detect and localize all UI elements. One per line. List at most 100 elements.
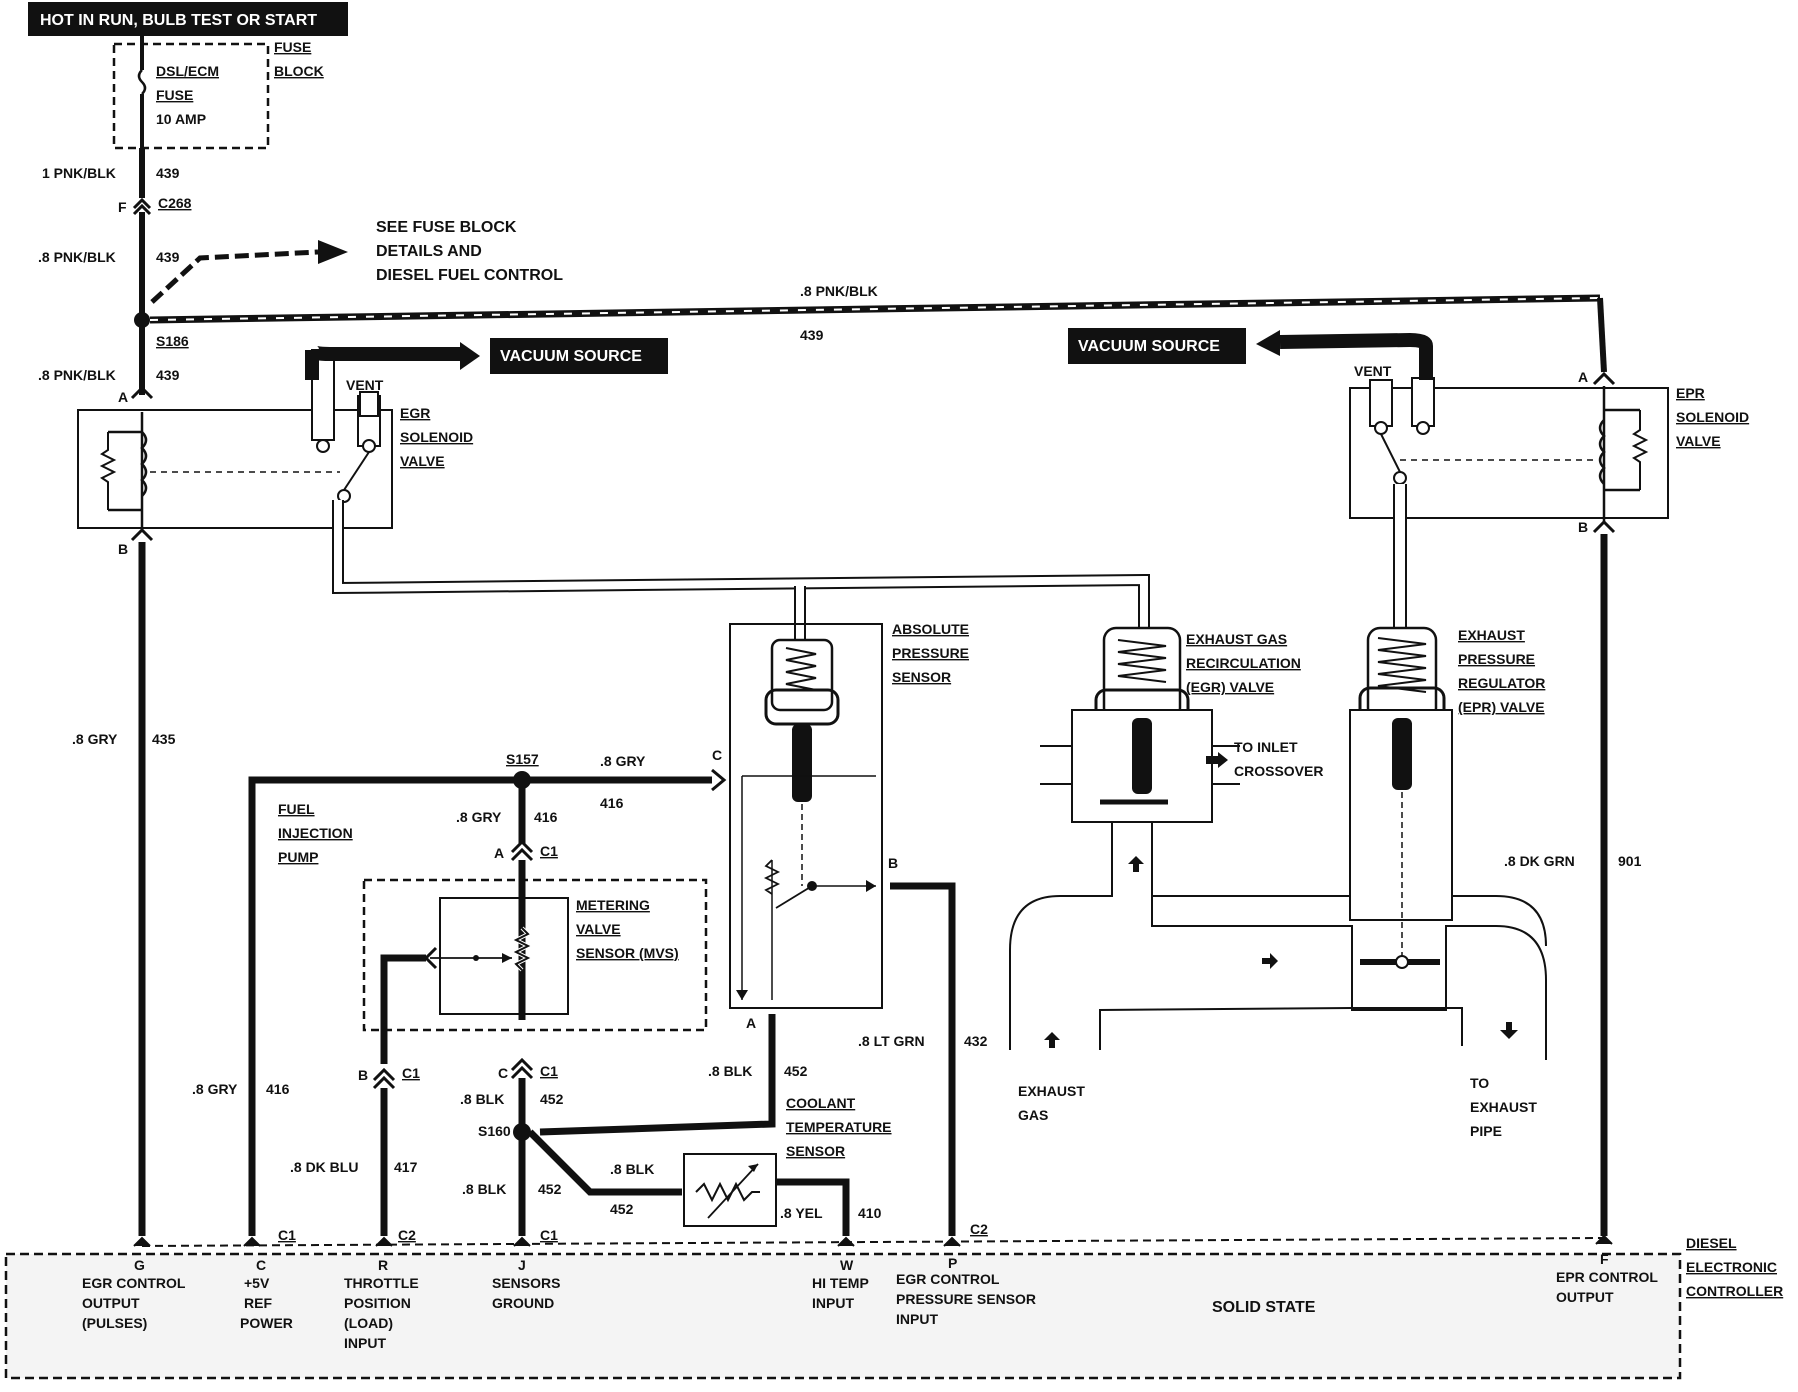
epr-sol-label-3: VALVE <box>1676 433 1721 449</box>
controller-pin-c: C +5V REF POWER <box>240 1257 293 1331</box>
coolant-label-2: TEMPERATURE <box>786 1119 892 1135</box>
svg-text:(PULSES): (PULSES) <box>82 1315 147 1331</box>
svg-text:POWER: POWER <box>240 1315 293 1331</box>
gnd-gauge: .8 BLK <box>462 1181 506 1197</box>
vacuum-source-left <box>490 338 668 374</box>
egr-solenoid-valve <box>77 342 480 542</box>
mvs-pin-a: A <box>494 845 504 861</box>
svg-text:GROUND: GROUND <box>492 1295 554 1311</box>
aps-label-1: ABSOLUTE <box>892 621 969 637</box>
svg-text:G: G <box>134 1257 145 1273</box>
ref-gauge: .8 GRY <box>192 1081 238 1097</box>
s157-down-gauge: .8 GRY <box>456 809 502 825</box>
epr-valve-label-1: EXHAUST <box>1458 627 1525 643</box>
mvs-label-3: SENSOR (MVS) <box>576 945 679 961</box>
controller-label-3: CONTROLLER <box>1686 1283 1783 1299</box>
mvs-gnd-circuit: 452 <box>540 1091 564 1107</box>
vacuum-hoses <box>332 484 1407 640</box>
svg-text:INPUT: INPUT <box>344 1335 386 1351</box>
controller-pin-w: W HI TEMP INPUT <box>812 1257 869 1311</box>
controller-pin-p: P EGR CONTROL PRESSURE SENSOR INPUT <box>896 1255 1036 1327</box>
w2-circuit: 439 <box>156 249 180 265</box>
svg-text:POSITION: POSITION <box>344 1295 411 1311</box>
splice-s157: S157 <box>506 751 539 767</box>
svg-text:EGR CONTROL: EGR CONTROL <box>82 1275 186 1291</box>
top-wire-circuit: 439 <box>800 327 824 343</box>
splice-s186: S186 <box>156 333 189 349</box>
fip-label-2: INJECTION <box>278 825 353 841</box>
s157-right-circuit: 416 <box>600 795 624 811</box>
aps-gnd-gauge: .8 BLK <box>708 1063 752 1079</box>
sensor-ground-wire-452 <box>510 1057 682 1236</box>
svg-text:F: F <box>1600 1251 1609 1267</box>
fip-label-1: FUEL <box>278 801 315 817</box>
s157-right-gauge: .8 GRY <box>600 753 646 769</box>
mvs-label-1: METERING <box>576 897 650 913</box>
w3-circuit: 439 <box>156 367 180 383</box>
epr-valve-label-2: PRESSURE <box>1458 651 1535 667</box>
metering-valve-sensor <box>362 839 708 1064</box>
w1-circuit: 439 <box>156 165 180 181</box>
power-banner-text: HOT IN RUN, BULB TEST OR START <box>40 12 317 29</box>
svg-text:P: P <box>948 1255 957 1271</box>
controller-center-label: SOLID STATE <box>1212 1299 1316 1316</box>
tps-wire-417 <box>372 1067 396 1236</box>
fuse-block-title-2: BLOCK <box>274 63 324 79</box>
svg-text:C: C <box>256 1257 266 1273</box>
epr-sol-pin-b: B <box>1578 519 1588 535</box>
controller-c2-r: C2 <box>398 1227 416 1243</box>
fip-label-3: PUMP <box>278 849 318 865</box>
svg-text:W: W <box>840 1257 854 1273</box>
exhaust-manifold <box>1009 822 1547 1060</box>
egr-sol-label-1: EGR <box>400 405 430 421</box>
w2-gauge: .8 PNK/BLK <box>38 249 116 265</box>
svg-text:EPR CONTROL: EPR CONTROL <box>1556 1269 1658 1285</box>
vacuum-source-left-text: VACUUM SOURCE <box>500 348 642 365</box>
svg-text:(LOAD): (LOAD) <box>344 1315 393 1331</box>
egr-sol-pin-a: A <box>118 389 128 405</box>
exhaust-gas-1: EXHAUST <box>1018 1083 1085 1099</box>
exhaust-gas-2: GAS <box>1018 1107 1048 1123</box>
epr-sol-pin-a: A <box>1578 369 1588 385</box>
mvs-conn-a: C1 <box>540 843 558 859</box>
aps-pin-b: B <box>888 855 898 871</box>
epr-out-gauge: .8 DK GRN <box>1504 853 1575 869</box>
aps-output-wire-432 <box>890 882 956 1236</box>
mvs-gnd-gauge: .8 BLK <box>460 1091 504 1107</box>
svg-text:EGR CONTROL: EGR CONTROL <box>896 1271 1000 1287</box>
see-fuse-note-3: DIESEL FUEL CONTROL <box>376 267 563 284</box>
vacuum-source-right <box>1068 328 1246 364</box>
ct-sig-circuit: 410 <box>858 1205 882 1221</box>
svg-text:+5V: +5V <box>244 1275 270 1291</box>
s157-down-circuit: 416 <box>534 809 558 825</box>
svg-text:SENSORS: SENSORS <box>492 1275 560 1291</box>
see-fuse-note-2: DETAILS AND <box>376 243 482 260</box>
vacuum-source-right-text: VACUUM SOURCE <box>1078 338 1220 355</box>
svg-text:R: R <box>378 1257 388 1273</box>
fuse-block-title-1: FUSE <box>274 39 311 55</box>
ct-gnd-circuit: 452 <box>610 1201 634 1217</box>
svg-text:REF: REF <box>244 1295 272 1311</box>
see-fuse-note-1: SEE FUSE BLOCK <box>376 219 517 236</box>
ct-sig-gauge: .8 YEL <box>780 1205 823 1221</box>
controller-c1-g: C1 <box>278 1227 296 1243</box>
fuse-name-1: DSL/ECM <box>156 63 219 79</box>
epr-sol-label-2: SOLENOID <box>1676 409 1749 425</box>
mvs-conn-b: C1 <box>402 1065 420 1081</box>
connector-c268: C268 <box>158 195 192 211</box>
splice-s160: S160 <box>478 1123 511 1139</box>
fuse-rating: 10 AMP <box>156 111 206 127</box>
epr-sol-vent: VENT <box>1354 363 1392 379</box>
connector-pin-f: F <box>118 199 127 215</box>
epr-valve <box>1349 626 1453 969</box>
controller-pin-g: G EGR CONTROL OUTPUT (PULSES) <box>82 1257 186 1331</box>
aps-out-gauge: .8 LT GRN <box>858 1033 925 1049</box>
egr-valve-label-3: (EGR) VALVE <box>1186 679 1274 695</box>
coolant-label-1: COOLANT <box>786 1095 856 1111</box>
svg-text:PRESSURE SENSOR: PRESSURE SENSOR <box>896 1291 1036 1307</box>
svg-text:INPUT: INPUT <box>812 1295 854 1311</box>
aps-pin-a: A <box>746 1015 756 1031</box>
top-wire-439 <box>149 294 1607 373</box>
egr-out-circuit: 435 <box>152 731 176 747</box>
